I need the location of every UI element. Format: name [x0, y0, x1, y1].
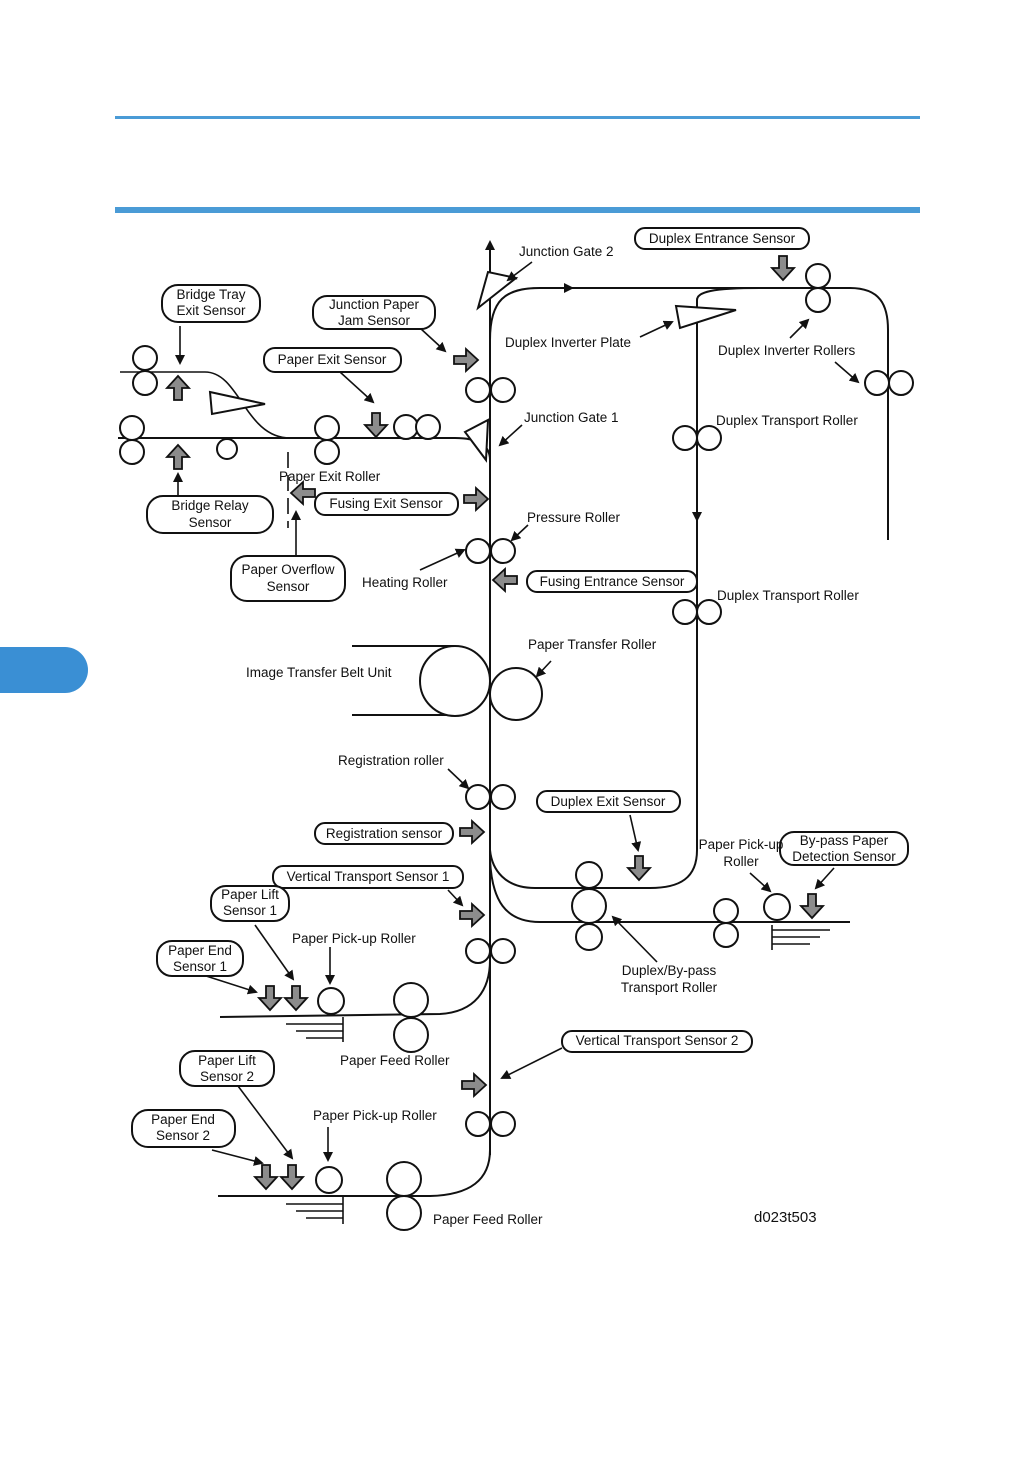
label-junction-jam-1: Junction Paper — [329, 297, 420, 312]
label-paper-lift-2b: Sensor 2 — [200, 1069, 254, 1084]
tray2-stack — [286, 1196, 344, 1224]
label-duplex-inverter-plate: Duplex Inverter Plate — [505, 335, 631, 350]
label-paper-lift-1a: Paper Lift — [221, 887, 279, 902]
label-paper-exit-roller: Paper Exit Roller — [279, 469, 381, 484]
tray2-path — [218, 1149, 491, 1197]
tray1-stack — [286, 1017, 344, 1042]
leader-arrows — [173, 261, 860, 1166]
box-fusing-exit — [314, 492, 459, 516]
tray1-path — [219, 959, 491, 1018]
paper-transfer-roller — [489, 667, 543, 721]
inverter-curve — [696, 287, 761, 301]
label-junction-gate-1: Junction Gate 1 — [524, 410, 619, 425]
box-fusing-entrance — [526, 570, 698, 593]
label-paper-lift-2a: Paper Lift — [198, 1053, 256, 1068]
box-bypass-detection — [779, 831, 909, 866]
label-duplex-bypass-1: Duplex/By-pass — [622, 963, 717, 978]
box-paper-exit-sensor — [263, 347, 402, 373]
label-duplex-inverter-rollers: Duplex Inverter Rollers — [718, 343, 856, 358]
label-paper-pickup-roller-2: Paper Pick-up Roller — [313, 1108, 437, 1123]
box-paper-overflow — [230, 555, 346, 602]
box-paper-lift-2 — [179, 1050, 275, 1087]
label-paper-overflow-1: Paper Overflow — [241, 562, 334, 577]
box-paper-end-1 — [156, 940, 244, 977]
header-rule-top — [115, 116, 920, 119]
header-rule-bottom — [115, 207, 920, 213]
junction-gate-1 — [463, 418, 490, 463]
chapter-tab — [0, 647, 88, 693]
box-junction-jam — [312, 295, 436, 330]
box-duplex-exit — [536, 790, 681, 813]
label-bridge-relay-1: Bridge Relay — [171, 498, 249, 513]
label-registration-sensor: Registration sensor — [326, 826, 443, 841]
box-duplex-entrance — [634, 227, 810, 250]
label-duplex-transport-roller-1: Duplex Transport Roller — [716, 413, 858, 428]
duplex-return-path — [489, 520, 698, 889]
label-image-transfer-belt-unit: Image Transfer Belt Unit — [246, 665, 392, 680]
label-bypass-pickup-2: Roller — [723, 854, 759, 869]
label-junction-jam-2: Jam Sensor — [338, 313, 411, 328]
label-duplex-entrance-sensor: Duplex Entrance Sensor — [649, 231, 796, 246]
bypass-stack — [771, 925, 830, 950]
label-bridge-tray-1: Bridge Tray — [176, 287, 245, 302]
label-heating-roller: Heating Roller — [362, 575, 448, 590]
label-paper-pickup-roller-1: Paper Pick-up Roller — [292, 931, 416, 946]
label-paper-end-2b: Sensor 2 — [156, 1128, 210, 1143]
label-paper-transfer-roller: Paper Transfer Roller — [528, 637, 657, 652]
belt-drive-roller — [419, 645, 491, 717]
diagram-id: d023t503 — [754, 1209, 817, 1226]
label-paper-lift-1b: Sensor 1 — [223, 903, 277, 918]
label-vertical-transport-1: Vertical Transport Sensor 1 — [287, 869, 450, 884]
bridge-gate — [208, 390, 266, 416]
label-bridge-tray-2: Exit Sensor — [176, 303, 246, 318]
label-fusing-entrance-sensor: Fusing Entrance Sensor — [540, 574, 685, 589]
label-duplex-transport-roller-2: Duplex Transport Roller — [717, 588, 859, 603]
duplex-inverter-plate — [674, 304, 737, 330]
label-vertical-transport-2: Vertical Transport Sensor 2 — [576, 1033, 739, 1048]
rollers — [119, 263, 914, 1231]
label-bridge-relay-2: Sensor — [189, 515, 232, 530]
label-paper-feed-roller-1: Paper Feed Roller — [340, 1053, 450, 1068]
label-bypass-pickup-1: Paper Pick-up — [699, 837, 784, 852]
label-paper-end-1a: Paper End — [168, 943, 232, 958]
box-vertical-transport-2 — [561, 1030, 753, 1053]
box-bridge-relay — [146, 495, 274, 534]
label-junction-gate-2: Junction Gate 2 — [519, 244, 614, 259]
label-duplex-bypass-2: Transport Roller — [621, 980, 718, 995]
label-paper-overflow-2: Sensor — [267, 579, 310, 594]
label-registration-roller: Registration roller — [338, 753, 444, 768]
box-vertical-transport-1 — [272, 865, 464, 889]
label-duplex-exit-sensor: Duplex Exit Sensor — [551, 794, 666, 809]
labels: Junction Gate 2 Duplex Entrance Sensor B… — [151, 231, 896, 1227]
label-fusing-exit-sensor: Fusing Exit Sensor — [329, 496, 443, 511]
bypass-path — [489, 859, 850, 923]
box-paper-lift-1 — [210, 885, 290, 922]
label-paper-exit-sensor: Paper Exit Sensor — [278, 352, 387, 367]
label-pressure-roller: Pressure Roller — [527, 510, 621, 525]
label-paper-end-2a: Paper End — [151, 1112, 215, 1127]
label-bypass-detection-1: By-pass Paper — [800, 833, 889, 848]
box-bridge-tray-exit — [161, 284, 261, 323]
duplex-top-path — [489, 287, 889, 540]
label-paper-feed-roller-2: Paper Feed Roller — [433, 1212, 543, 1227]
label-bypass-detection-2: Detection Sensor — [792, 849, 896, 864]
box-registration-sensor — [314, 822, 454, 845]
box-paper-end-2 — [131, 1109, 236, 1148]
label-paper-end-1b: Sensor 1 — [173, 959, 227, 974]
